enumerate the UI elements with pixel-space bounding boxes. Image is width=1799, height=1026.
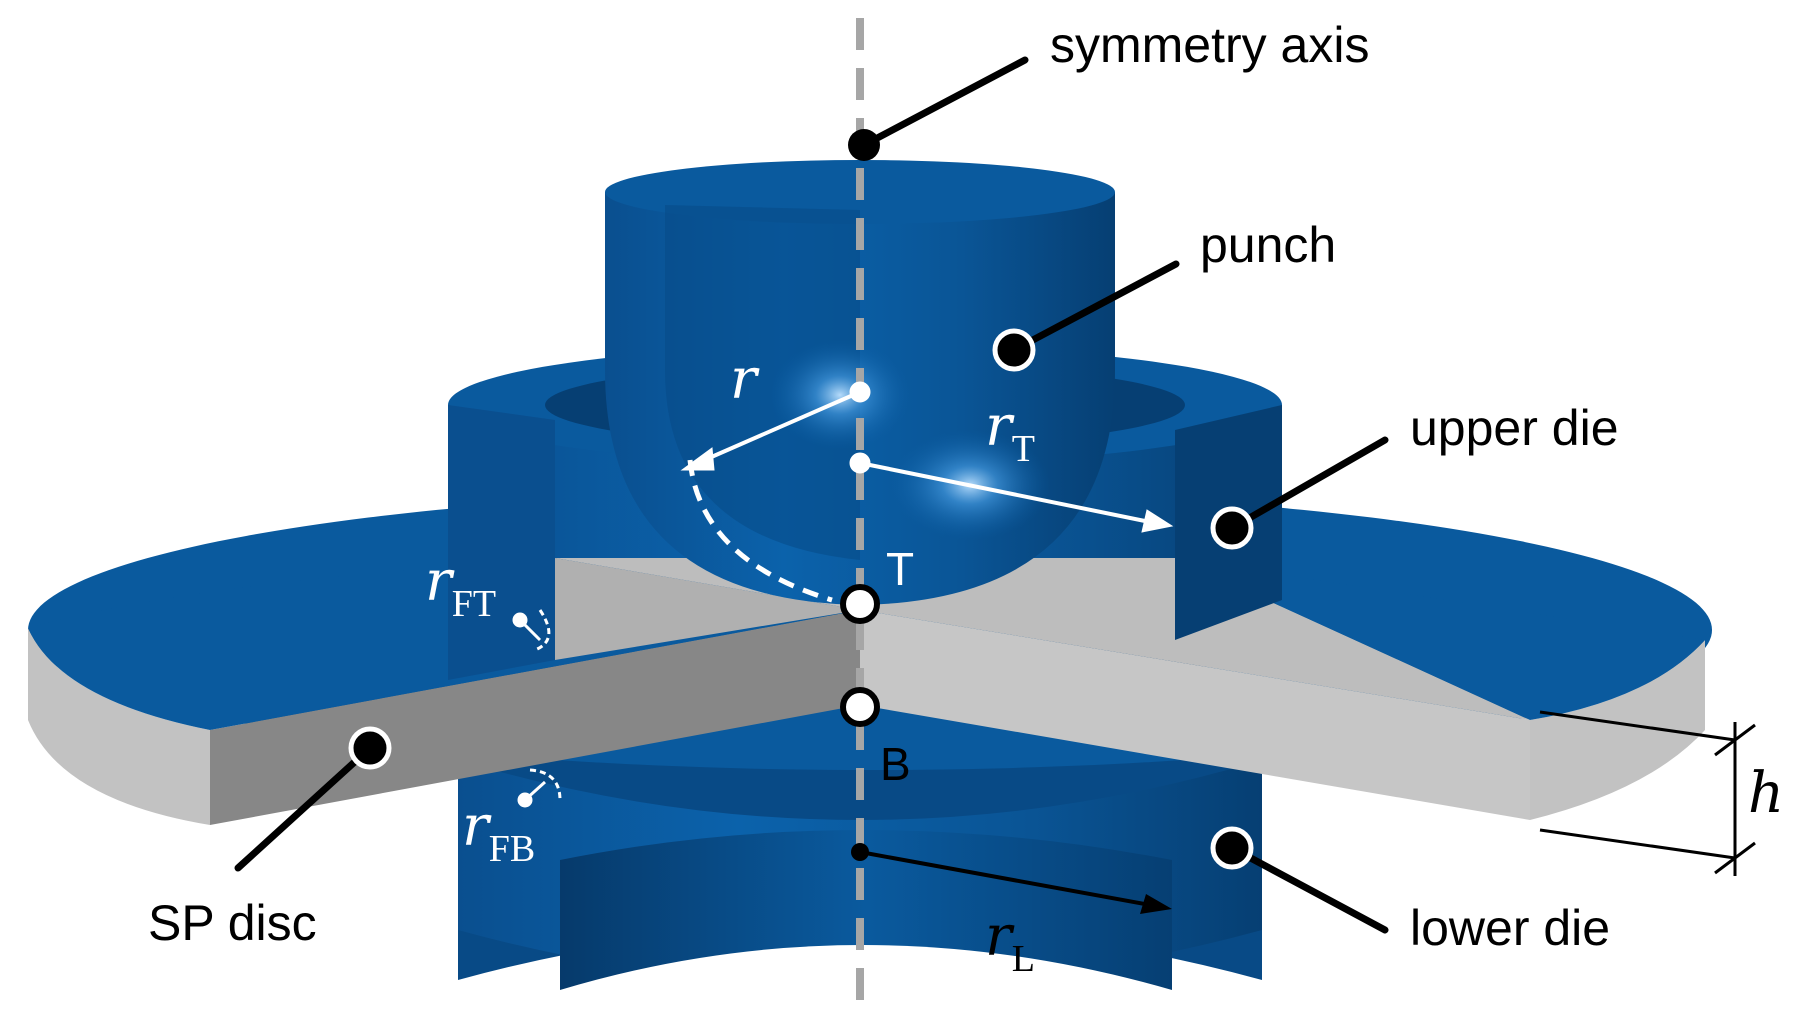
lower-die (458, 710, 1262, 990)
symbol-rT-sub: T (1012, 428, 1035, 470)
rFT-arc (534, 609, 551, 652)
symbol-rT-base: r (985, 394, 1015, 459)
rL-annotation (851, 843, 1172, 914)
upper-die-wall-left (448, 405, 555, 680)
rFB-arrow (523, 780, 547, 802)
symbol-rFT: rFT (425, 549, 496, 625)
label-punch: punch (1200, 217, 1336, 273)
sp-disc-top-surface-left (555, 558, 860, 660)
rT-center-dot (849, 452, 871, 474)
punch-highlight-1 (770, 340, 910, 450)
point-T-marker (840, 584, 880, 624)
r-center-dot (849, 381, 871, 403)
h-ext-bottom (1539, 828, 1736, 860)
symbol-rFB-sub: FB (489, 828, 535, 870)
h-tick-bottom (1714, 841, 1756, 875)
thickness-dimension (1539, 710, 1756, 876)
leader-lower-die (1228, 844, 1389, 934)
rFT-arrow (518, 618, 542, 642)
symbol-rFT-base: r (425, 549, 455, 614)
rFB-arc (529, 768, 562, 801)
sp-disc-cut-right (860, 610, 1530, 820)
rL-arrow (859, 850, 1151, 907)
leader-markers (348, 129, 1254, 870)
punch-inner-shadow (665, 205, 860, 560)
symbol-rFB: rFB (462, 794, 535, 870)
point-B-marker (840, 687, 880, 727)
leader-upper-die (1228, 436, 1389, 532)
leader-lines (234, 56, 1389, 934)
r-arrow (699, 390, 861, 464)
symbol-rT: rT (985, 394, 1035, 470)
sp-disc-right-rim (1530, 640, 1705, 820)
symbol-rFB-base: r (462, 794, 492, 859)
symbol-r: r (730, 347, 760, 412)
dimension-annotations (512, 381, 1174, 808)
symbol-rL-sub: L (1012, 938, 1035, 980)
rT-arrowhead (1141, 509, 1174, 533)
label-point-T: T (886, 543, 914, 595)
label-lower-die: lower die (1410, 900, 1610, 956)
marker-upper-die (1210, 506, 1254, 550)
rT-arrow (859, 461, 1151, 524)
h-ext-top (1539, 710, 1736, 742)
symbol-h: h (1748, 761, 1784, 826)
label-sp-disc: SP disc (148, 895, 317, 951)
marker-lower-die (1210, 826, 1254, 870)
h-tick-top (1714, 723, 1756, 757)
symbol-rFT-sub: FT (452, 583, 496, 625)
sp-disc-left-rim (28, 628, 210, 825)
sp-disc (28, 405, 1705, 825)
leader-sp-disc (234, 744, 374, 872)
lower-die-inner-opening (560, 830, 1172, 990)
marker-punch (992, 328, 1036, 372)
leader-punch (1010, 260, 1180, 354)
leader-symmetry-axis (860, 56, 1029, 149)
label-point-B: B (880, 738, 911, 790)
symbol-rL: rL (985, 904, 1035, 980)
rL-arrowhead (1140, 894, 1172, 914)
lower-die-rim (560, 945, 1172, 990)
sp-disc-cut-left (210, 610, 860, 825)
upper-die-right-flange (1175, 558, 1705, 720)
label-symmetry-axis: symmetry axis (1050, 17, 1369, 73)
label-upper-die: upper die (1410, 400, 1619, 456)
marker-sp-disc (348, 726, 392, 770)
marker-symmetry-axis (848, 129, 880, 161)
symbol-rL-base: r (985, 904, 1015, 969)
